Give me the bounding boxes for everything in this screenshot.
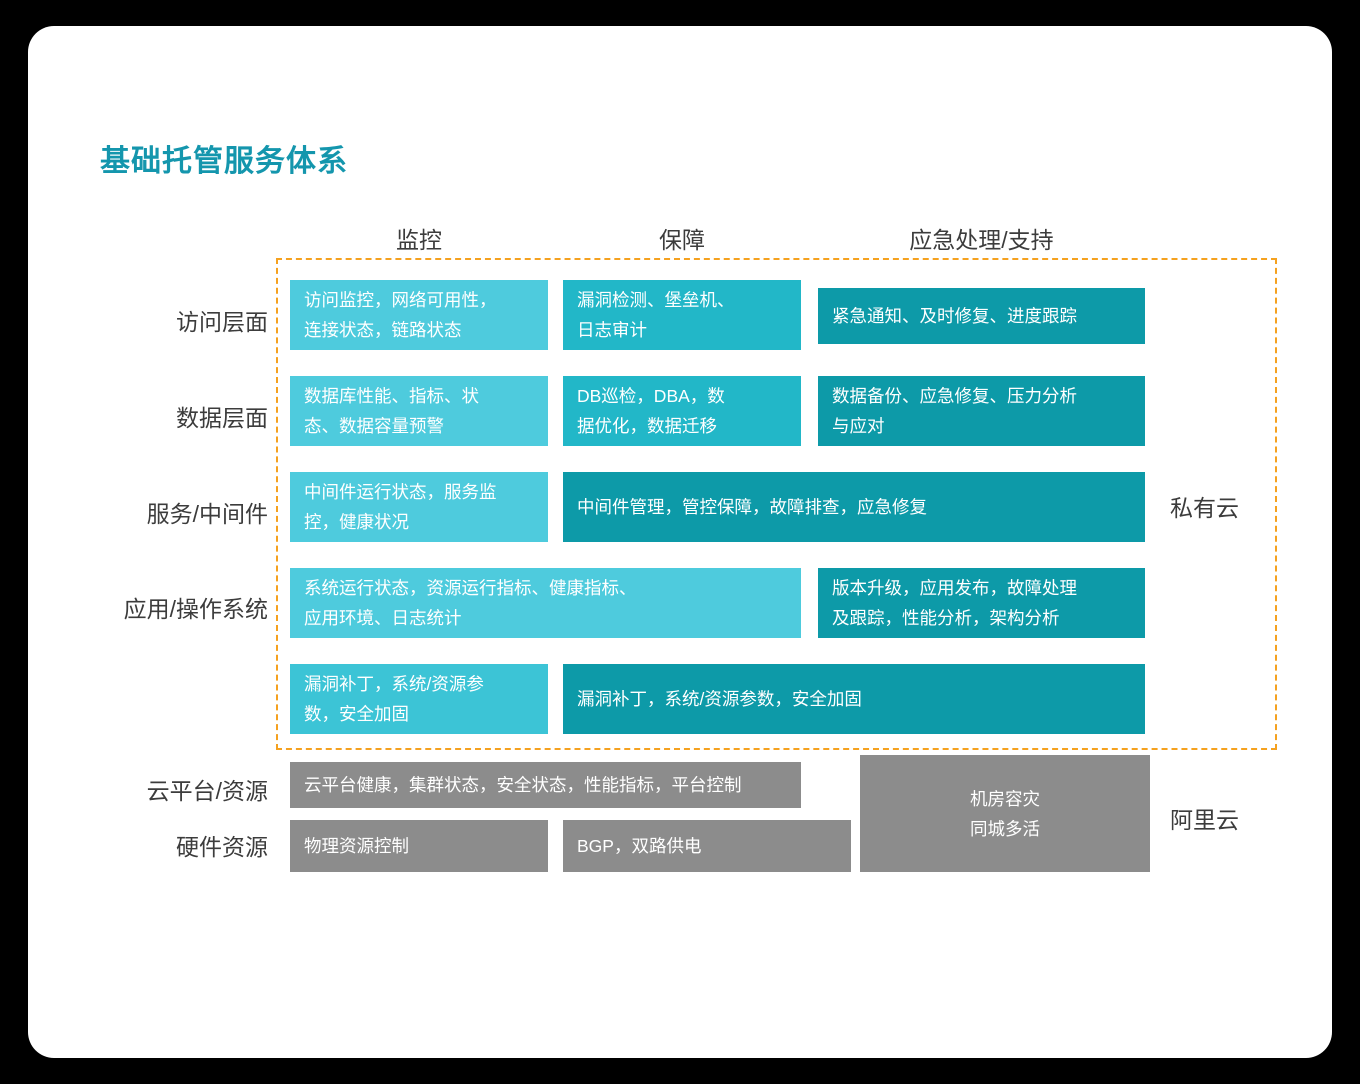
column-header-emergency: 应急处理/支持 — [909, 227, 1054, 253]
row-label-application-os: 应用/操作系统 — [123, 596, 268, 622]
cell-application-emergency[interactable]: 版本升级，应用发布，故障处理 及跟踪，性能分析，架构分析 — [818, 568, 1145, 638]
row-label-access-layer: 访问层面 — [176, 309, 268, 335]
cell-line: 云平台健康，集群状态，安全状态，性能指标，平台控制 — [304, 775, 742, 795]
cell-cloud-platform-span[interactable]: 云平台健康，集群状态，安全状态，性能指标，平台控制 — [290, 762, 801, 808]
row-label-service-middleware: 服务/中间件 — [146, 501, 268, 527]
cell-line: 同城多活 — [970, 818, 1040, 839]
cell-line: 据优化，数据迁移 — [577, 416, 717, 436]
cell-middleware-monitor[interactable]: 中间件运行状态，服务监 控，健康状况 — [290, 472, 548, 542]
cell-line: 与应对 — [832, 416, 885, 436]
cell-data-emergency[interactable]: 数据备份、应急修复、压力分析 与应对 — [818, 376, 1145, 446]
cell-line: 数据库性能、指标、状 — [304, 386, 479, 406]
cell-line: DB巡检，DBA，数 — [577, 386, 725, 406]
cell-line: 控，健康状况 — [304, 512, 409, 532]
cell-line: 连接状态，链路状态 — [304, 320, 462, 340]
cell-hardware-assurance[interactable]: BGP，双路供电 — [563, 820, 851, 872]
white-card-panel — [28, 26, 1332, 1058]
cell-line: 漏洞补丁，系统/资源参数，安全加固 — [577, 689, 862, 709]
cell-line: 应用环境、日志统计 — [304, 608, 462, 628]
cell-access-monitor[interactable]: 访问监控，网络可用性， 连接状态，链路状态 — [290, 280, 548, 350]
cell-line: 版本升级，应用发布，故障处理 — [832, 578, 1077, 598]
cell-security-monitor[interactable]: 漏洞补丁，系统/资源参 数，安全加固 — [290, 664, 548, 734]
cell-line: 数据备份、应急修复、压力分析 — [832, 386, 1077, 406]
cell-security-assurance-emergency-span[interactable]: 漏洞补丁，系统/资源参数，安全加固 — [563, 664, 1145, 734]
cell-data-assurance[interactable]: DB巡检，DBA，数 据优化，数据迁移 — [563, 376, 801, 446]
cell-line: 系统运行状态，资源运行指标、健康指标、 — [304, 578, 637, 598]
cell-line: 数，安全加固 — [304, 704, 409, 724]
row-label-cloud-platform-resource: 云平台/资源 — [146, 778, 268, 804]
page-title: 基础托管服务体系 — [100, 145, 348, 178]
cell-line: 访问监控，网络可用性， — [304, 290, 497, 310]
cell-line: 漏洞补丁，系统/资源参 — [304, 674, 484, 694]
cell-line: 及跟踪，性能分析，架构分析 — [832, 608, 1060, 628]
cell-hardware-monitor[interactable]: 物理资源控制 — [290, 820, 548, 872]
row-label-hardware-resource: 硬件资源 — [176, 834, 268, 860]
cell-middleware-assurance-emergency-span[interactable]: 中间件管理，管控保障，故障排查，应急修复 — [563, 472, 1145, 542]
column-header-assurance: 保障 — [659, 227, 705, 253]
cell-datacenter-disaster-recovery[interactable]: 机房容灾 同城多活 — [860, 755, 1150, 872]
cell-line: 态、数据容量预警 — [304, 416, 444, 436]
cell-line: 日志审计 — [577, 320, 647, 340]
side-label-alicloud: 阿里云 — [1170, 807, 1239, 833]
cell-line: 中间件运行状态，服务监 — [304, 482, 497, 502]
cell-line: 中间件管理，管控保障，故障排查，应急修复 — [577, 497, 927, 517]
cell-line: 紧急通知、及时修复、进度跟踪 — [832, 306, 1077, 326]
cell-line: 漏洞检测、堡垒机、 — [577, 290, 735, 310]
cell-line: 机房容灾 — [970, 788, 1040, 809]
cell-line: 物理资源控制 — [304, 836, 409, 856]
cell-line: BGP，双路供电 — [577, 836, 702, 856]
side-label-private-cloud: 私有云 — [1170, 495, 1239, 521]
cell-access-assurance[interactable]: 漏洞检测、堡垒机、 日志审计 — [563, 280, 801, 350]
column-header-monitor: 监控 — [396, 227, 442, 253]
cell-access-emergency[interactable]: 紧急通知、及时修复、进度跟踪 — [818, 288, 1145, 344]
cell-data-monitor[interactable]: 数据库性能、指标、状 态、数据容量预警 — [290, 376, 548, 446]
row-label-data-layer: 数据层面 — [176, 405, 268, 431]
cell-application-monitor-assurance-span[interactable]: 系统运行状态，资源运行指标、健康指标、 应用环境、日志统计 — [290, 568, 801, 638]
